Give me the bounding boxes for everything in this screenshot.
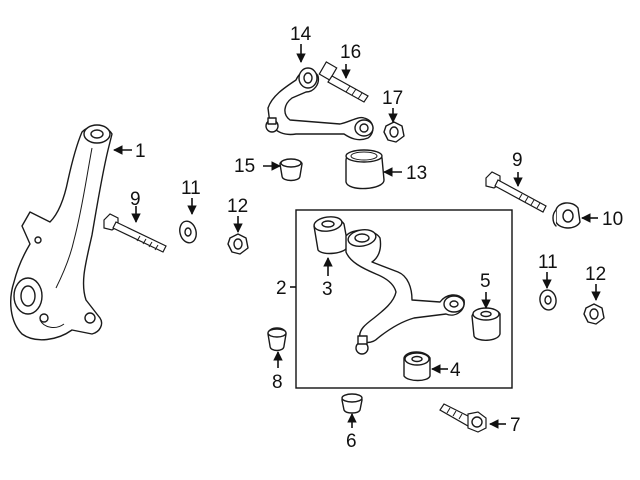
callout-15: 15 <box>234 156 255 177</box>
callout-17: 17 <box>382 88 403 109</box>
knuckle-bolt-right-part <box>485 171 547 213</box>
lower-bushing-part <box>403 351 431 382</box>
callout-12-right: 12 <box>585 264 606 285</box>
callout-3: 3 <box>322 279 333 300</box>
eccentric-cam-part <box>552 202 581 229</box>
nut-right-part <box>583 303 605 325</box>
front-bushing-part <box>313 216 349 255</box>
callout-6: 6 <box>346 431 357 452</box>
callout-7: 7 <box>510 415 521 436</box>
callout-12-left: 12 <box>227 196 248 217</box>
callout-9-left: 9 <box>130 189 141 210</box>
knuckle-bolt-left-part <box>103 213 167 253</box>
flange-nut-part <box>341 393 363 414</box>
callout-14: 14 <box>290 24 312 45</box>
callout-labels: 1 9 11 12 14 16 17 15 13 2 3 5 4 9 10 11… <box>130 24 623 452</box>
upper-control-arm-part <box>265 67 374 141</box>
washer-left-part <box>179 220 197 244</box>
callout-4: 4 <box>450 360 461 381</box>
callout-1: 1 <box>135 141 146 162</box>
callout-13: 13 <box>406 163 427 184</box>
upper-arm-nut-part <box>383 121 405 143</box>
upper-arm-bolt-part <box>318 61 369 103</box>
nut-left-part <box>227 233 249 255</box>
lower-arm-assembly-box <box>295 209 513 389</box>
steering-knuckle-part <box>10 124 113 341</box>
callout-11-left: 11 <box>181 178 201 199</box>
lower-arm-bolt-part <box>439 403 487 433</box>
rear-bushing-part <box>471 307 501 341</box>
bump-ring-part <box>345 149 385 190</box>
washer-right-part <box>539 289 557 311</box>
callout-2: 2 <box>276 278 287 299</box>
small-bushing-part <box>267 327 287 352</box>
callout-9-right: 9 <box>512 150 523 171</box>
callout-8: 8 <box>272 372 283 393</box>
upper-bushing-part <box>279 158 303 182</box>
leader-lines <box>113 44 601 429</box>
callout-10: 10 <box>602 209 623 230</box>
callout-11-right: 11 <box>538 252 558 273</box>
callout-16: 16 <box>340 42 361 63</box>
callout-5: 5 <box>480 271 491 292</box>
lower-control-arm-part <box>345 229 465 355</box>
